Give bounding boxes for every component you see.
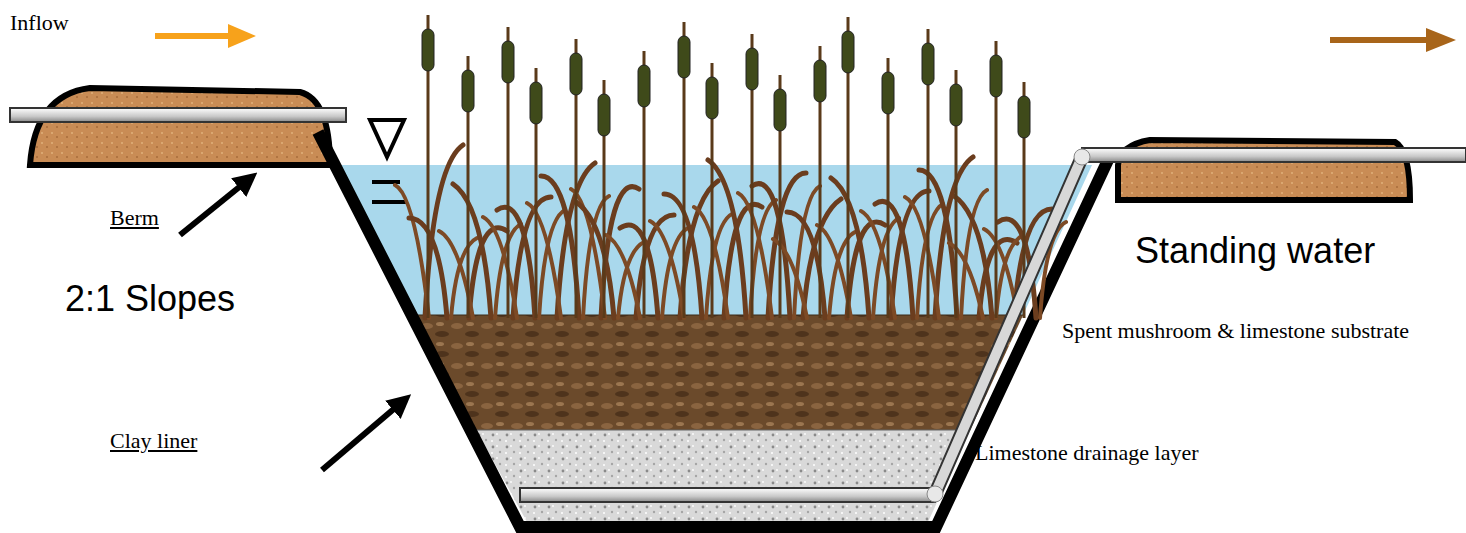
slope-label: 2:1 Slopes: [65, 278, 235, 319]
inflow-label: Inflow: [10, 10, 69, 35]
inflow-arrow: [155, 24, 256, 48]
inflow-pipe: [10, 108, 346, 122]
berm-label: Berm: [110, 205, 159, 230]
liner-leader: [322, 402, 402, 470]
outflow-arrow: [1330, 28, 1456, 52]
outflow-pipe: [1082, 148, 1466, 162]
clay-liner-label: Clay liner: [110, 428, 197, 453]
left-berm: [30, 88, 330, 165]
drainage-layer-label: Limestone drainage layer: [975, 440, 1199, 465]
standing-water-label: Standing water: [1135, 230, 1375, 271]
water-level-symbol: [370, 120, 404, 157]
berm-leader: [180, 180, 248, 235]
drain-pipe: [520, 488, 935, 502]
cattails: [395, 15, 1066, 318]
substrate-label: Spent mushroom & limestone substrate: [1062, 318, 1452, 343]
